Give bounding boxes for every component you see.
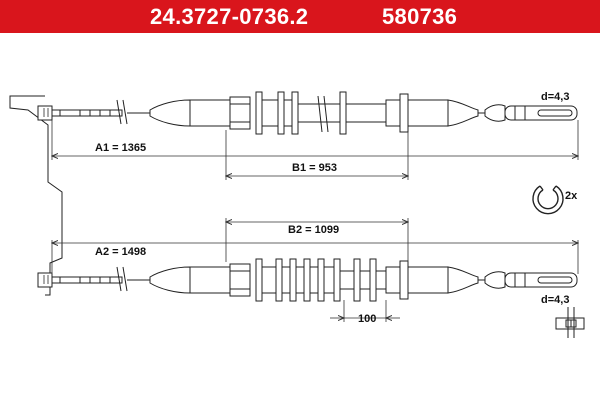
header-bar: 24.3727-0736.2 580736	[0, 0, 600, 33]
dimension-a2: A2 = 1498	[95, 246, 146, 258]
end-fitting-left-top	[37, 105, 53, 121]
diameter-bottom: d=4,3	[541, 294, 569, 306]
cable-bottom	[37, 258, 578, 302]
sleeve-top	[189, 99, 231, 127]
clip-icon	[532, 185, 564, 215]
nut-top-right	[399, 93, 409, 133]
nut-bottom	[229, 263, 251, 297]
sleeve-top-right	[407, 99, 449, 127]
cable-drawing: A1 = 1365 B1 = 953 d=4,3 2x	[9, 91, 585, 338]
clip-quantity: 2x	[565, 190, 578, 202]
ring-top-3	[291, 91, 299, 135]
end-fitting-left-bottom	[37, 272, 53, 288]
sleeve-bottom-right	[407, 266, 449, 294]
nut-bottom-right	[399, 260, 409, 300]
sleeve-bottom	[189, 266, 231, 294]
dimension-b1: B1 = 953	[292, 162, 337, 174]
ring-top-1	[255, 91, 263, 135]
reference-number: 580736	[382, 4, 458, 29]
dimension-a1: A1 = 1365	[95, 142, 146, 154]
ring-top-4	[339, 91, 347, 135]
dimension-b2: B2 = 1099	[288, 224, 339, 236]
ring-top-2	[277, 91, 285, 135]
diameter-top: d=4,3	[541, 91, 569, 103]
cable-top	[37, 91, 578, 135]
part-number: 24.3727-0736.2	[150, 4, 309, 29]
end-detail-icon	[555, 307, 585, 338]
nut-top	[229, 96, 251, 130]
dimension-pitch: 100	[358, 313, 376, 325]
threaded-rod-bottom	[59, 276, 123, 284]
threaded-rod-top	[59, 109, 123, 117]
connecting-frame	[9, 95, 63, 296]
